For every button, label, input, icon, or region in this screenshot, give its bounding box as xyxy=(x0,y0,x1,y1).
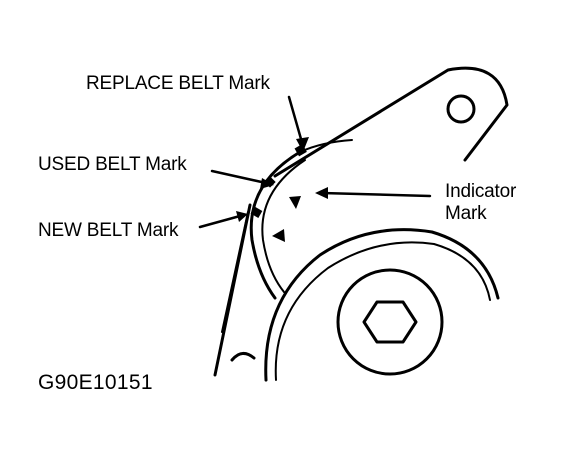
scale-arc-outer xyxy=(249,150,302,300)
indicator-pointer-lower xyxy=(272,229,285,242)
indicator-label-line1: Indicator xyxy=(445,181,517,202)
arrowhead-new xyxy=(236,211,248,222)
pulley-outer-ring xyxy=(264,228,500,382)
used-belt-label: USED BELT Mark xyxy=(38,154,187,175)
replace-belt-label: REPLACE BELT Mark xyxy=(86,73,270,94)
indicator-pointer-upper xyxy=(289,196,301,209)
mounting-hole xyxy=(446,94,476,124)
arrow-used-line xyxy=(210,169,268,185)
tensioner-bracket xyxy=(273,66,509,178)
arrow-replace-line xyxy=(287,95,305,148)
hex-bolt xyxy=(362,300,418,344)
arrowhead-indicator xyxy=(315,187,328,199)
tick-replace xyxy=(294,144,307,157)
bracket-left-edge-inner xyxy=(221,211,249,333)
indicator-label-line2: Mark xyxy=(445,203,487,224)
arrow-indicator-line xyxy=(320,191,432,198)
pulley-hub xyxy=(336,268,444,376)
new-belt-label: NEW BELT Mark xyxy=(38,220,179,241)
figure-code: G90E10151 xyxy=(38,371,153,394)
arrow-new-line xyxy=(198,214,242,229)
scale-arc-inner xyxy=(261,159,306,293)
lower-bracket-notch xyxy=(230,352,256,362)
tick-new xyxy=(250,206,263,218)
indicator-mark-label: Indicator Mark xyxy=(445,181,516,225)
pulley-middle-ring xyxy=(274,241,491,381)
tick-used xyxy=(264,176,276,188)
